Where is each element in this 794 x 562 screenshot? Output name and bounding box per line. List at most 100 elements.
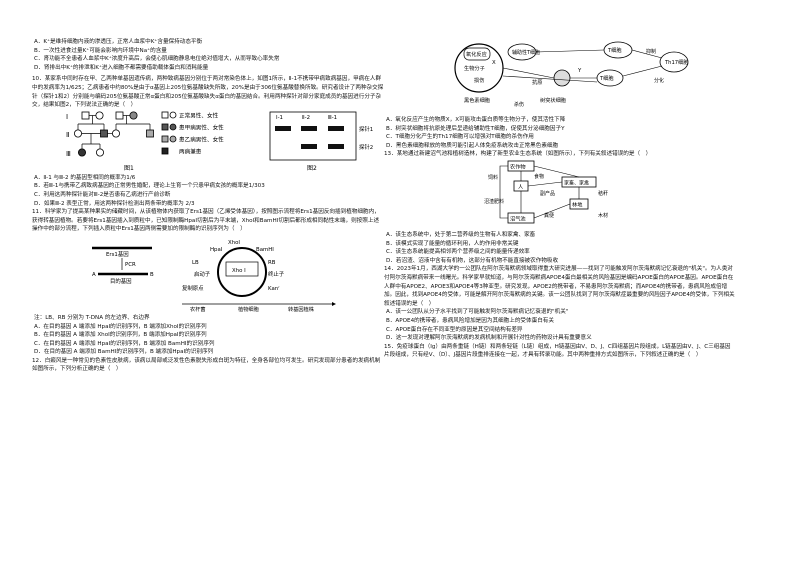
label-feed: 饲料 bbox=[488, 174, 498, 181]
label-bamhi: BamHⅠ bbox=[256, 247, 274, 253]
q12-option-d: D．黑色素细胞释放的物质可能引起人体免疫系统攻击正常黑色素细胞 bbox=[386, 142, 559, 149]
q12-option-c: C．T细胞分化产生的Th17细胞可以增强对T细胞的杀伤作用 bbox=[386, 134, 534, 141]
blot-band bbox=[301, 143, 317, 149]
label-byproduct: 副产品 bbox=[540, 190, 555, 197]
q10-option-c: C．利用这两种探针能对Ⅲ-2是否患有乙病进行产前诊断 bbox=[34, 191, 171, 198]
label-melanocyte: 黑色素细胞 bbox=[464, 96, 490, 104]
q12-figure: 氧化反应 生物分子 损伤 X 黑色素细胞 抗原 树突状细胞 Y 辅助性T细胞 T… bbox=[384, 38, 736, 116]
blot-band bbox=[328, 125, 344, 131]
q10-stem: 10．某家系中同时存在甲、乙两种单基因遗传病，两种致病基因分别位于两对常染色体上… bbox=[32, 76, 384, 109]
label-ers1: Ers1基因 bbox=[106, 250, 129, 258]
label-fertilizer: 沼渣肥料 bbox=[484, 198, 504, 205]
label-t-cell-top: T细胞 bbox=[607, 46, 622, 54]
legend-disease-b: 患乙病男性、女性 bbox=[179, 135, 224, 143]
gen-label-ii: Ⅱ bbox=[66, 131, 69, 139]
label-pcr: PCR bbox=[125, 262, 136, 268]
label-biomolecule: 生物分子 bbox=[464, 64, 485, 72]
q11-option-c: C．在目的基因 A 端添加 HpaⅠ的识别序列，B 端添加 BamHⅠ的识别序列 bbox=[34, 340, 215, 347]
q10-option-d: D．如果Ⅲ-2 表型正常，用这两种探针检测出两条带的概率为 2/3 bbox=[34, 200, 195, 207]
flow-step-2: 植物细胞 bbox=[238, 305, 259, 313]
label-food: 食物 bbox=[534, 173, 544, 180]
label-hpai: HpaⅠ bbox=[210, 247, 223, 253]
label-forest: 林地 bbox=[572, 200, 582, 208]
legend-normal: 正常男性、女性 bbox=[179, 111, 219, 119]
label-terminator: 终止子 bbox=[268, 270, 285, 278]
pedigree-i4-female-affected bbox=[129, 111, 138, 120]
q11-option-d: D．在目的基因 A 端添加 BamHⅠ的识别序列，B 端添加HpaⅠ的识别序列 bbox=[34, 349, 214, 356]
label-wood: 木材 bbox=[598, 212, 608, 219]
q12-option-b: B．树突状细胞将抗原处理后呈递给辅助性T细胞，促使其分泌细胞因子Y bbox=[386, 125, 565, 132]
blot-band bbox=[301, 125, 317, 131]
q14-option-c: C．APOE蛋白存在不同亚型的原因是其空间结构有差异 bbox=[386, 326, 523, 333]
label-th17: Th17细胞 bbox=[664, 58, 688, 66]
label-straw: 秸秆 bbox=[598, 190, 608, 197]
pedigree-ii2-male-affected bbox=[100, 129, 108, 138]
label-oxidation: 氧化反应 bbox=[466, 50, 487, 58]
label-dendritic: 树突状细胞 bbox=[540, 96, 566, 104]
label-differentiate: 分化 bbox=[654, 77, 664, 84]
q9-option-a: A．K⁺是维持细胞内液的渗透压，正常人血浆中K⁺含量保持动态平衡 bbox=[34, 39, 203, 45]
label-t-cell: T细胞 bbox=[599, 74, 614, 82]
label-crops: 农作物 bbox=[510, 162, 526, 170]
q13-figure: 农作物 人 家畜、家禽 林地 沼气池 饲料 食物 副产品 粪便 沼渣肥料 秸秆 … bbox=[384, 159, 736, 231]
dendritic-cell bbox=[553, 69, 571, 87]
vitiligo-figure: 氧化反应 生物分子 损伤 X 黑色素细胞 抗原 树突状细胞 Y 辅助性T细胞 T… bbox=[454, 41, 689, 108]
q9-option-d: D．肾排出中K⁺的排泄和K⁺进入细胞不都需要借助载体蛋白和消耗能量 bbox=[34, 64, 209, 71]
gen-label-iii: Ⅲ bbox=[66, 150, 71, 158]
q14-stem: 14．2023年1月，西湖大学的一公团队在阿尔茨海默病领域取得重大研究进展——找… bbox=[384, 266, 735, 307]
label-target-gene: 目的基因 bbox=[110, 277, 132, 285]
blot-col-3: Ⅲ-1 bbox=[328, 115, 337, 121]
pedigree-ii3-female bbox=[112, 129, 121, 138]
q11-note: 注：LB、RB 分别为 T-DNA 的左边界、右边界 bbox=[34, 314, 150, 321]
label-helper-t: 辅助性T细胞 bbox=[512, 49, 540, 56]
q10-figures: Ⅰ Ⅱ Ⅲ bbox=[32, 110, 384, 174]
q14-option-a: A．该一公团队从分子水平找到了可能触发阿尔茨海默病记忆衰退的"机关" bbox=[386, 309, 569, 316]
q13-option-c: C．该生态系统能提高相邻两个营养级之间的能量传递效率 bbox=[386, 249, 530, 256]
q11-stem: 11．科学家为了提高某种果实的储藏时间，从该植物体内获取了Ers1基因（乙烯受体… bbox=[32, 209, 380, 233]
q13-option-b: B．该模式实现了能量的循环利用，人的作用非常关键 bbox=[386, 240, 519, 247]
left-column: A．K⁺是维持细胞内液的渗透压，正常人血浆中K⁺含量保持动态平衡 B．一次性进食… bbox=[32, 38, 384, 374]
label-ori: 复制原点 bbox=[182, 284, 204, 292]
plasmid-ring bbox=[217, 246, 267, 297]
q9-option-c: C．肾功能不全患者人血浆中K⁺浓度升高后，会使心肌细胞静息电位绝对值增大，从而导… bbox=[34, 56, 280, 63]
blot-col-2: Ⅱ-2 bbox=[302, 115, 310, 121]
label-end-a: A bbox=[92, 272, 96, 278]
label-antigen: 抗原 bbox=[532, 78, 542, 86]
pedigree-ii4-male-affected bbox=[146, 129, 154, 138]
label-promoter: 启动子 bbox=[194, 270, 211, 278]
pedigree-iii1-female-affected bbox=[78, 148, 87, 157]
right-column: 氧化反应 生物分子 损伤 X 黑色素细胞 抗原 树突状细胞 Y 辅助性T细胞 T… bbox=[384, 38, 736, 360]
label-xho: Xho Ⅰ bbox=[232, 268, 246, 274]
label-manure: 粪便 bbox=[544, 212, 554, 219]
plasmid-figure: Ers1基因 PCR A B 目的基因 Xho Ⅰ XhoⅠ HpaⅠ BamH… bbox=[92, 240, 336, 313]
pedigree-i1-male bbox=[81, 111, 90, 120]
q13-option-d: D．若沼渣、沼液中含有有机物，这部分有机物不能直接被农作物吸收 bbox=[386, 257, 559, 264]
label-livestock: 家畜、家禽 bbox=[564, 179, 589, 186]
fig1-caption: 图1 bbox=[124, 165, 134, 172]
pedigree-figure: Ⅰ Ⅱ Ⅲ bbox=[66, 111, 373, 172]
label-xhoi: XhoⅠ bbox=[228, 240, 240, 246]
q10-option-a: A．Ⅱ-1 与Ⅲ-2 的基因型相同的概率为1/6 bbox=[34, 174, 136, 181]
label-end-b: B bbox=[150, 272, 154, 278]
q10-option-b: B．若Ⅲ-1与携带乙病致病基因的正常男性婚配，理论上生育一个只患甲病女孩的概率是… bbox=[34, 183, 265, 190]
label-kan: Kanʳ bbox=[268, 285, 280, 292]
label-lb: LB bbox=[192, 260, 199, 266]
pedigree-ii1-female bbox=[74, 129, 83, 138]
q9-option-b: B．一次性进食过量K⁺可能会影响内环境中Na⁺的含量 bbox=[34, 47, 167, 54]
flow-step-3: 转基因植株 bbox=[288, 305, 315, 313]
q12-stem: 12．白癜风是一种常见的色素性皮肤病，该病以局部或泛发性色素脱失形成白斑为特征，… bbox=[32, 357, 381, 373]
q11-option-a: A．在目的基因 A 端添加 HpaⅠ的识别序列，B 端添加XhoⅠ的识别序列 bbox=[34, 323, 207, 330]
q14-option-b: B．APOE4的携带者，患病风险增加是因为其细胞上的受体蛋白有关 bbox=[386, 317, 554, 324]
ecosystem-figure: 农作物 人 家畜、家禽 林地 沼气池 饲料 食物 副产品 粪便 沼渣肥料 秸秆 … bbox=[484, 160, 608, 224]
pedigree-i3-male bbox=[115, 111, 124, 120]
label-damage: 损伤 bbox=[474, 76, 484, 84]
label-x: X bbox=[492, 60, 496, 66]
pedigree-i2-female bbox=[95, 111, 104, 120]
gen-label-i: Ⅰ bbox=[66, 113, 68, 121]
legend-disease-a: 患甲病男性、女性 bbox=[179, 123, 224, 131]
blot-col-1: Ⅰ-1 bbox=[276, 115, 283, 121]
q13-stem: 13．某地通过新建沼气池和植树造林，构建了新型农业生态系统（如图所示），下列有关… bbox=[384, 151, 652, 158]
label-rb: RB bbox=[268, 260, 276, 266]
th17-node bbox=[659, 51, 689, 73]
